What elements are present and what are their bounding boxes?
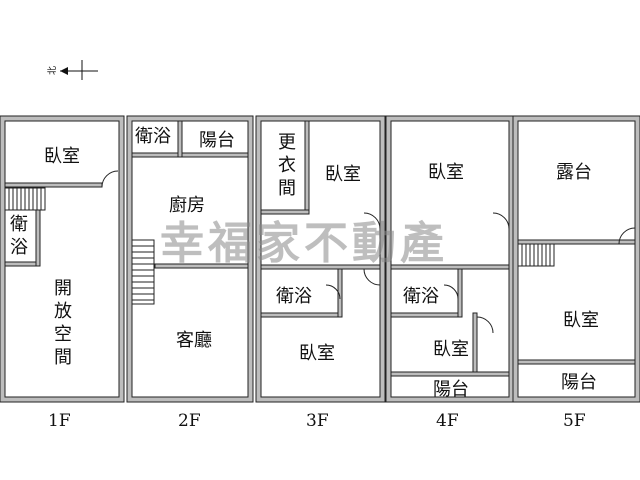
room-label-3f-closet-text-char: 更 [278,132,296,153]
floor-3f: 更衣間 臥室 衛浴 臥室 [255,115,386,403]
floor-label-3f: 3F [306,411,329,431]
floor-1f: 臥室 衛浴 開放空間 [0,115,125,403]
floor-label-2f: 2F [178,411,201,431]
room-label-3f-bath: 衛浴 [276,286,312,307]
floor-label-5f: 5F [563,411,586,431]
room-label-2f-balcony: 陽台 [199,130,235,151]
room-label-5f-balcony: 陽台 [561,372,597,393]
room-label-1f-bedroom: 臥室 [44,146,80,167]
staircase-1f [4,187,46,211]
room-label-5f-terrace: 露台 [556,162,592,183]
room-label-3f-closet: 更衣間 [278,132,296,199]
room-label-5f-bedroom: 臥室 [563,310,599,331]
room-label-3f-bedroom-2: 臥室 [299,343,335,364]
staircase-2f [131,239,155,305]
floor-label-4f: 4F [436,411,459,431]
north-label: 北 [47,66,58,75]
floor-2f: 衛浴 陽台 廚房 客廳 [126,115,254,403]
room-label-4f-bedroom-1: 臥室 [428,162,464,183]
room-label-1f-open-space: 開放空間 [54,278,72,368]
room-label-3f-closet-text-char: 衣 [278,155,296,176]
staircase-5f [517,243,555,267]
floor-label-1f: 1F [48,411,71,431]
room-label-1f-bath: 衛浴 [10,214,28,258]
room-label-1f-bath-text-char: 衛 [10,214,28,235]
floor-4f: 臥室 衛浴 臥室 陽台 [385,115,515,403]
room-label-2f-kitchen: 廚房 [169,194,205,216]
room-label-2f-living: 客廳 [176,330,212,351]
floor-5f: 露台 臥室 陽台 [512,115,640,403]
room-label-1f-bath-text-char: 浴 [10,237,28,258]
room-label-4f-balcony: 陽台 [433,379,469,400]
room-label-1f-open-space-text-char: 間 [54,347,72,368]
watermark-text: 幸福家不動產 [160,218,448,269]
room-label-3f-bedroom-1: 臥室 [325,164,361,185]
room-label-1f-open-space-text-char: 開 [54,278,72,299]
room-label-4f-bath: 衛浴 [403,286,439,307]
room-label-3f-closet-text-char: 間 [278,178,296,199]
room-label-2f-bath: 衛浴 [135,126,171,147]
room-label-1f-open-space-text-char: 空 [54,324,72,345]
north-arrow: 北 [47,60,98,80]
room-label-4f-bedroom-2: 臥室 [433,339,469,360]
room-label-1f-open-space-text-char: 放 [54,301,72,322]
